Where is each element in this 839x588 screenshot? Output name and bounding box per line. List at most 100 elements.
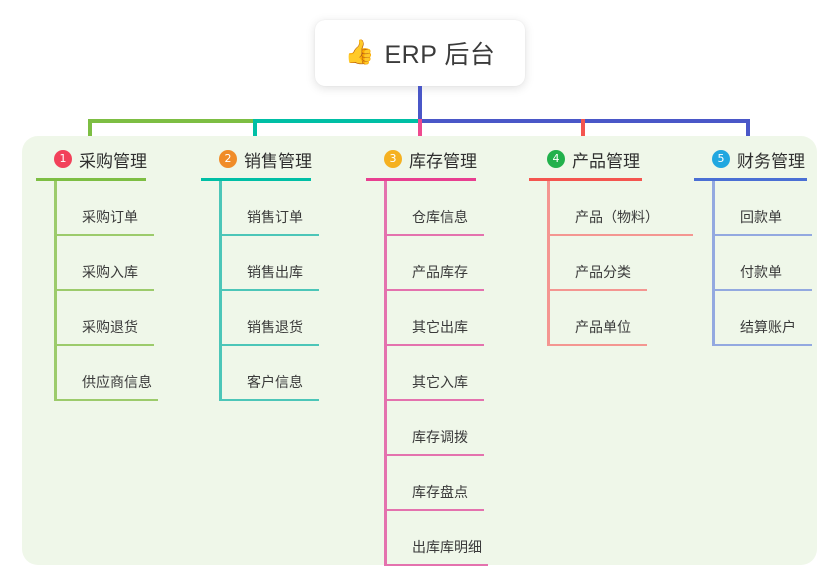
leaf-item[interactable]: 产品库存 (384, 236, 484, 291)
connector-root-stem (418, 86, 422, 121)
leaf-item-label: 采购退货 (82, 319, 138, 335)
leaf-item[interactable]: 产品分类 (547, 236, 647, 291)
leaf-item-underline (547, 344, 647, 346)
leaf-item-underline (712, 344, 812, 346)
leaf-item-label: 仓库信息 (412, 209, 468, 225)
column-badge-2: 2 (219, 150, 237, 168)
connector-drop-2 (253, 119, 257, 152)
leaf-item[interactable]: 客户信息 (219, 346, 319, 401)
connector-drop-3 (418, 119, 422, 152)
leaf-item[interactable]: 产品（物料） (547, 181, 693, 236)
column-spine (547, 181, 550, 346)
leaf-item-label: 采购入库 (82, 264, 138, 280)
leaf-item-underline (54, 399, 158, 401)
column-items-产品管理: 产品（物料） 产品分类产品单位 (547, 181, 693, 346)
column-title-label: 库存管理 (409, 151, 477, 171)
leaf-item-label: 产品单位 (575, 319, 631, 335)
leaf-item[interactable]: 回款单 (712, 181, 812, 236)
leaf-item-label: 产品（物料） (575, 209, 659, 225)
leaf-item-label: 销售退货 (247, 319, 303, 335)
leaf-item[interactable]: 付款单 (712, 236, 812, 291)
leaf-item[interactable]: 采购入库 (54, 236, 154, 291)
thumbs-up-icon: 👍 (344, 39, 375, 66)
leaf-item-underline (54, 234, 154, 236)
connector-bus-mid (253, 119, 420, 123)
leaf-item[interactable]: 库存调拨 (384, 401, 484, 456)
leaf-item-underline (384, 509, 484, 511)
column-spine (219, 181, 222, 401)
column-underline (36, 178, 146, 181)
column-underline (366, 178, 476, 181)
diagram-panel (22, 136, 817, 565)
leaf-item-underline (54, 344, 154, 346)
leaf-item[interactable]: 供应商信息 (54, 346, 158, 401)
column-spine (712, 181, 715, 346)
leaf-item-label: 销售订单 (247, 209, 303, 225)
column-underline (694, 178, 807, 181)
leaf-item-underline (384, 344, 484, 346)
column-产品管理: 4 产品管理产品（物料） 产品分类产品单位 (529, 146, 693, 346)
leaf-item-underline (712, 234, 812, 236)
leaf-item-label: 产品库存 (412, 264, 468, 280)
column-items-财务管理: 回款单付款单结算账户 (712, 181, 812, 346)
column-badge-4: 4 (547, 150, 565, 168)
leaf-item-label: 出库库明细 (412, 539, 482, 555)
root-node-card[interactable]: 👍 ERP 后台 (315, 20, 525, 86)
leaf-item-underline (384, 289, 484, 291)
leaf-item-underline (384, 564, 488, 566)
column-财务管理: 5 财务管理回款单付款单结算账户 (694, 146, 812, 346)
leaf-item-underline (384, 234, 484, 236)
column-items-采购管理: 采购订单采购入库采购退货供应商信息 (54, 181, 158, 401)
leaf-item-underline (219, 399, 319, 401)
leaf-item-underline (384, 399, 484, 401)
column-title-label: 财务管理 (737, 151, 805, 171)
leaf-item[interactable]: 出库库明细 (384, 511, 488, 566)
leaf-item-label: 采购订单 (82, 209, 138, 225)
leaf-item-label: 产品分类 (575, 264, 631, 280)
leaf-item[interactable]: 仓库信息 (384, 181, 484, 236)
leaf-item[interactable]: 其它入库 (384, 346, 484, 401)
leaf-item-label: 供应商信息 (82, 374, 152, 390)
leaf-item[interactable]: 销售订单 (219, 181, 319, 236)
leaf-item[interactable]: 采购退货 (54, 291, 154, 346)
column-items-销售管理: 销售订单销售出库销售退货客户信息 (219, 181, 319, 401)
leaf-item-underline (219, 289, 319, 291)
leaf-item-underline (547, 289, 647, 291)
leaf-item[interactable]: 结算账户 (712, 291, 812, 346)
leaf-item-label: 库存盘点 (412, 484, 468, 500)
column-库存管理: 3 库存管理仓库信息产品库存其它出库其它入库库存调拨库存盘点出库库明细 (366, 146, 488, 566)
column-badge-5: 5 (712, 150, 730, 168)
leaf-item-underline (219, 234, 319, 236)
leaf-item[interactable]: 采购订单 (54, 181, 154, 236)
leaf-item-underline (712, 289, 812, 291)
leaf-item-underline (547, 234, 693, 236)
leaf-item-label: 其它出库 (412, 319, 468, 335)
column-items-库存管理: 仓库信息产品库存其它出库其它入库库存调拨库存盘点出库库明细 (384, 181, 488, 566)
leaf-item[interactable]: 销售退货 (219, 291, 319, 346)
column-header-库存管理[interactable]: 3 库存管理 (366, 146, 477, 172)
leaf-item[interactable]: 其它出库 (384, 291, 484, 346)
column-header-财务管理[interactable]: 5 财务管理 (694, 146, 807, 172)
leaf-item-label: 客户信息 (247, 374, 303, 390)
leaf-item-label: 回款单 (740, 209, 782, 225)
column-title-label: 产品管理 (572, 151, 640, 171)
connector-bus-left (88, 119, 255, 123)
connector-drop-5 (746, 119, 750, 152)
leaf-item-underline (384, 454, 484, 456)
leaf-item-underline (54, 289, 154, 291)
leaf-item-label: 付款单 (740, 264, 782, 280)
column-spine (54, 181, 57, 401)
column-badge-1: 1 (54, 150, 72, 168)
leaf-item[interactable]: 库存盘点 (384, 456, 484, 511)
leaf-item[interactable]: 产品单位 (547, 291, 647, 346)
column-underline (201, 178, 311, 181)
leaf-item-underline (219, 344, 319, 346)
column-spine (384, 181, 387, 566)
column-header-产品管理[interactable]: 4 产品管理 (529, 146, 642, 172)
leaf-item[interactable]: 销售出库 (219, 236, 319, 291)
column-badge-3: 3 (384, 150, 402, 168)
